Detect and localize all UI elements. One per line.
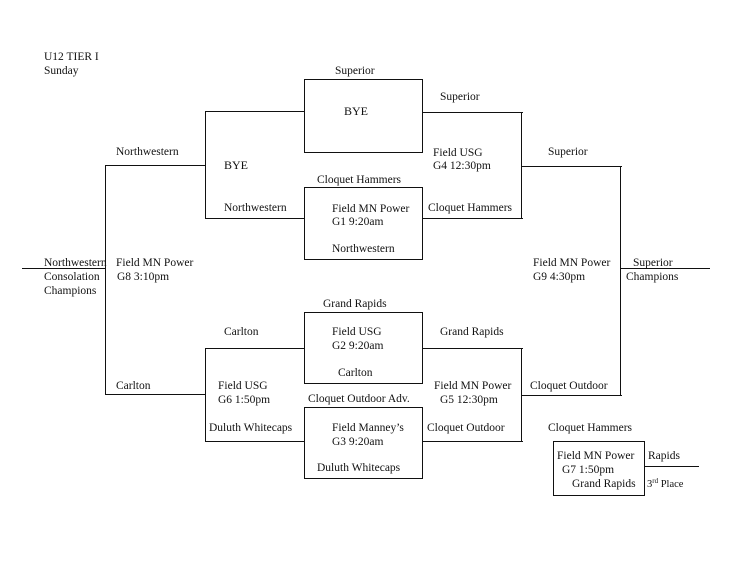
g2-bottom-team: Carlton: [338, 367, 373, 379]
g6-line-top: [206, 348, 305, 349]
g8-top-team: Northwestern: [116, 146, 179, 158]
g9-bottom-team: Cloquet Outdoor: [530, 380, 608, 392]
bracket-day: Sunday: [44, 65, 79, 77]
g9-line-vertical: [620, 166, 621, 396]
g8-line-top: [106, 165, 206, 166]
g3-top-team: Cloquet Outdoor Adv.: [308, 393, 410, 405]
g7-place-label: Place: [658, 479, 684, 490]
bye-box-label: BYE: [344, 104, 368, 118]
g9-line-bottom: [522, 395, 622, 396]
g8-bottom-team: Carlton: [116, 380, 151, 392]
g5-time: G5 12:30pm: [440, 394, 498, 406]
g6-top-team: Carlton: [224, 326, 259, 338]
g7-result-line: [645, 466, 699, 467]
g8-result-line2: Champions: [44, 285, 97, 297]
g5-line-bottom: [422, 441, 523, 442]
g1-bottom-team: Northwestern: [332, 243, 395, 255]
g8-bye-label: BYE: [224, 158, 248, 172]
g8-line-vertical: [105, 165, 106, 395]
g9-result: Champions: [626, 271, 679, 283]
g8-upper-advancing: Northwestern: [224, 202, 287, 214]
g7-place: 3rd Place: [647, 478, 683, 492]
g6-line-bottom: [206, 441, 305, 442]
g7-field: Field MN Power: [557, 450, 635, 462]
g4-line-vertical: [521, 112, 522, 219]
g8-winner: Northwestern: [44, 257, 107, 269]
game-g7-box: [553, 441, 645, 496]
g8-result-line: [22, 268, 106, 269]
g1-time: G1 9:20am: [332, 216, 384, 228]
g5-field: Field MN Power: [434, 380, 512, 392]
g6-line-vertical: [205, 348, 206, 442]
g5-line-vertical: [521, 348, 522, 442]
game-g1-box: [304, 187, 423, 260]
g8-upper-line-top: [206, 111, 305, 112]
g3-bottom-team: Duluth Whitecaps: [317, 462, 401, 474]
g8-upper-line-bottom: [206, 218, 305, 219]
g9-result-line: [621, 268, 710, 269]
g9-winner: Superior: [633, 257, 673, 269]
g4-line-top: [422, 112, 523, 113]
g8-time: G8 3:10pm: [117, 271, 170, 283]
g5-bottom-team: Cloquet Outdoor: [427, 422, 505, 434]
g1-field: Field MN Power: [332, 203, 410, 215]
g9-field: Field MN Power: [533, 257, 611, 269]
g4-bottom-team: Cloquet Hammers: [428, 202, 512, 214]
g7-place-suffix: rd: [652, 477, 659, 485]
g9-top-team: Superior: [548, 146, 588, 158]
g4-top-team: Superior: [440, 91, 480, 103]
g8-field: Field MN Power: [116, 257, 194, 269]
g7-place-num: 3: [647, 479, 653, 490]
g7-time: G7 1:50pm: [562, 464, 615, 476]
g9-time: G9 4:30pm: [533, 271, 586, 283]
g7-top-team: Cloquet Hammers: [548, 422, 632, 434]
g3-time: G3 9:20am: [332, 436, 384, 448]
g1-top-team: Cloquet Hammers: [317, 174, 401, 186]
g3-field: Field Manney’s: [332, 422, 404, 434]
bracket-title: U12 TIER I: [44, 51, 99, 63]
g2-top-team: Grand Rapids: [323, 298, 387, 310]
g7-winner: Rapids: [648, 450, 680, 462]
bye-box: [304, 79, 423, 153]
g9-line-top: [522, 166, 622, 167]
game-g3-box: [304, 407, 423, 479]
g6-bottom-team: Duluth Whitecaps: [209, 422, 293, 434]
bye-box-top-team: Superior: [335, 65, 375, 77]
g5-top-team: Grand Rapids: [440, 326, 504, 338]
g5-line-top: [422, 348, 523, 349]
g4-line-bottom: [422, 218, 523, 219]
g6-time: G6 1:50pm: [218, 394, 271, 406]
g2-time: G2 9:20am: [332, 340, 384, 352]
g8-result-line1: Consolation: [44, 271, 100, 283]
g8-line-bottom: [106, 394, 206, 395]
g2-field: Field USG: [332, 326, 382, 338]
g7-bottom-team: Grand Rapids: [572, 478, 636, 490]
g4-time: G4 12:30pm: [433, 160, 491, 172]
g6-field: Field USG: [218, 380, 268, 392]
g4-field: Field USG: [433, 147, 483, 159]
